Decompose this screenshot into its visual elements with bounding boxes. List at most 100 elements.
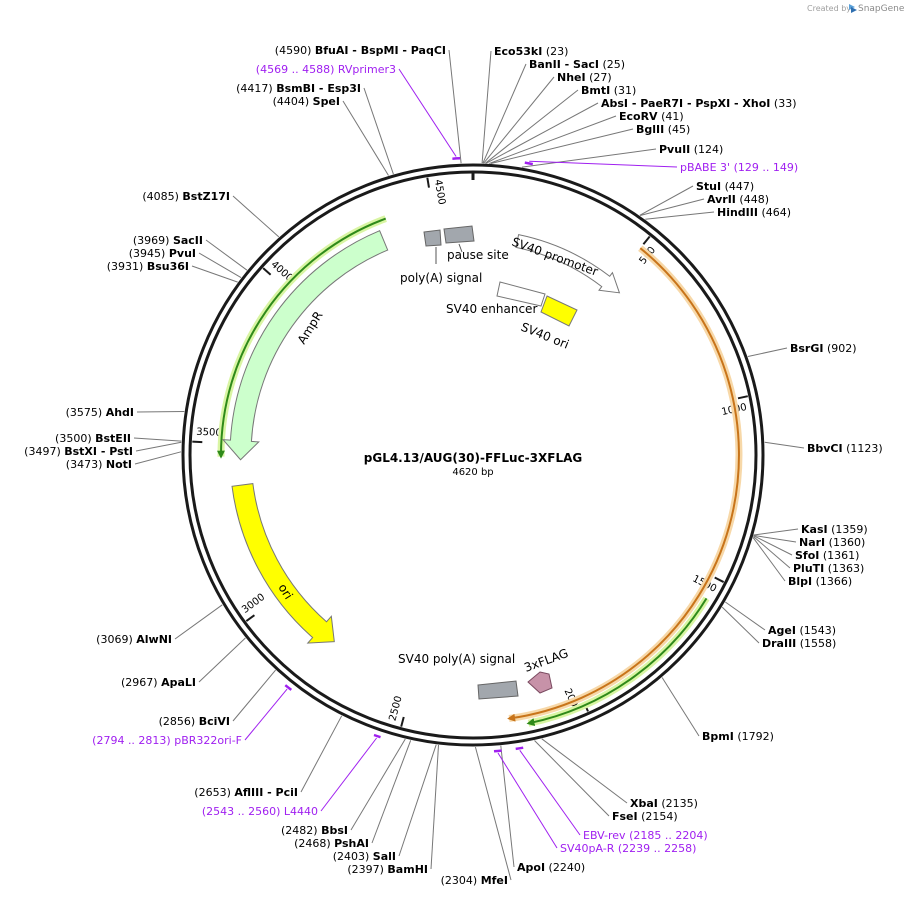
restriction-site-e1123[interactable]: BbvCI (1123) [807, 442, 883, 455]
primer-label-p_sv40pa[interactable]: SV40pA-R (2239 .. 2258) [560, 842, 696, 855]
site-name: FseI [612, 810, 638, 823]
site-leader-line [639, 198, 705, 216]
restriction-site-e33[interactable]: AbsI - PaeR7I - PspXI - XhoI (33) [601, 97, 797, 110]
restriction-site-e4590[interactable]: (4590) BfuAI - BspMI - PaqCI [275, 44, 446, 57]
restriction-site-e447[interactable]: StuI (447) [696, 180, 754, 193]
restriction-site-e1363[interactable]: PluTI (1363) [793, 562, 864, 575]
site-name: BciVI [199, 715, 230, 728]
restriction-site-e1558[interactable]: DraIII (1558) [762, 637, 836, 650]
site-name: BmtI [581, 84, 610, 97]
restriction-site-e3500[interactable]: (3500) BstEII [55, 432, 131, 445]
restriction-site-e3931[interactable]: (3931) Bsu36I [107, 260, 189, 273]
site-position: (2403) [333, 850, 370, 863]
restriction-site-e1792[interactable]: BpmI (1792) [702, 730, 774, 743]
site-name: Eco53kI [494, 45, 542, 58]
restriction-site-e4085[interactable]: (4085) BstZ17I [142, 190, 230, 203]
site-name: SpeI [313, 95, 340, 108]
restriction-site-e2240[interactable]: ApoI (2240) [517, 861, 585, 874]
site-leader-line [430, 744, 439, 870]
feature-ori[interactable] [231, 483, 335, 644]
site-position: (1360) [829, 536, 866, 549]
site-position: (1363) [828, 562, 865, 575]
restriction-site-e2967[interactable]: (2967) ApaLI [121, 676, 196, 689]
feature-sv40-promoter[interactable] [515, 234, 621, 294]
restriction-site-e3575[interactable]: (3575) AhdI [66, 406, 134, 419]
restriction-site-e3473[interactable]: (3473) NotI [66, 458, 132, 471]
site-leader-line [490, 128, 634, 164]
feature-sv40-enhancer[interactable] [496, 281, 546, 307]
orf-arcs [216, 215, 743, 727]
restriction-site-e2403[interactable]: (2403) SalI [333, 850, 396, 863]
primer-mark-p_pbr[interactable] [284, 684, 293, 691]
restriction-site-e31[interactable]: BmtI (31) [581, 84, 636, 97]
restriction-site-e2304[interactable]: (2304) MfeI [441, 874, 508, 887]
primer-label-p_rv[interactable]: (4569 .. 4588) RVprimer3 [256, 63, 396, 76]
primer-range: (2239 .. 2258) [618, 842, 697, 855]
restriction-site-e41[interactable]: EcoRV (41) [619, 110, 684, 123]
site-position: (448) [739, 193, 769, 206]
feature-3xflag[interactable] [527, 671, 553, 694]
site-name: PvuI [169, 247, 196, 260]
restriction-site-e2482[interactable]: (2482) BbsI [281, 824, 348, 837]
restriction-site-e448[interactable]: AvrII (448) [707, 193, 769, 206]
restriction-site-e45[interactable]: BglII (45) [636, 123, 690, 136]
feature-sv40-polya-signal[interactable] [477, 680, 519, 700]
primer-leader-line [320, 737, 377, 812]
restriction-site-e3497[interactable]: (3497) BstXI - PstI [24, 445, 133, 458]
site-leader-line [300, 715, 343, 793]
site-position: (1359) [831, 523, 868, 536]
primer-label-p_l4440[interactable]: (2543 .. 2560) L4440 [202, 805, 318, 818]
site-leader-line [534, 740, 610, 817]
restriction-site-e27[interactable]: NheI (27) [557, 71, 612, 84]
restriction-site-e1366[interactable]: BlpI (1366) [788, 575, 852, 588]
site-name: DraIII [762, 637, 796, 650]
site-leader-line [747, 347, 788, 357]
site-name: StuI [696, 180, 721, 193]
restriction-site-e2653[interactable]: (2653) AflIII - PciI [194, 786, 298, 799]
feature-polya-signal[interactable] [423, 229, 442, 247]
site-position: (2397) [347, 863, 384, 876]
restriction-site-e25[interactable]: BanII - SacI (25) [529, 58, 625, 71]
primer-range: (2185 .. 2204) [629, 829, 708, 842]
restriction-site-e2397[interactable]: (2397) BamHI [347, 863, 428, 876]
restriction-site-e2856[interactable]: (2856) BciVI [159, 715, 230, 728]
restriction-site-e4417[interactable]: (4417) BsmBI - Esp3I [236, 82, 361, 95]
primer-mark-p_sv40pa[interactable] [493, 749, 502, 753]
restriction-site-e2135[interactable]: XbaI (2135) [630, 797, 698, 810]
primer-mark-p_ebv[interactable] [515, 746, 524, 751]
restriction-site-e902[interactable]: BsrGI (902) [790, 342, 857, 355]
restriction-site-e124[interactable]: PvuII (124) [659, 143, 723, 156]
primer-label-p_pbabe[interactable]: pBABE 3' (129 .. 149) [680, 161, 798, 174]
site-name: XbaI [630, 797, 658, 810]
restriction-site-e23[interactable]: Eco53kI (23) [494, 45, 568, 58]
restriction-site-e1360[interactable]: NarI (1360) [799, 536, 865, 549]
site-position: (3473) [66, 458, 103, 471]
site-leader-line [174, 604, 223, 640]
restriction-site-e3945[interactable]: (3945) PvuI [129, 247, 196, 260]
restriction-site-e3069[interactable]: (3069) AlwNI [96, 633, 172, 646]
restriction-site-e1361[interactable]: SfoI (1361) [795, 549, 859, 562]
site-name: PluTI [793, 562, 824, 575]
site-leader-line [205, 239, 248, 271]
feature-ampr[interactable] [221, 230, 389, 461]
primer-label-p_pbr[interactable]: (2794 .. 2813) pBR322ori-F [92, 734, 242, 747]
feature-pause-site[interactable] [443, 225, 475, 244]
primer-name: L4440 [284, 805, 318, 818]
primer-range: (4569 .. 4588) [256, 63, 335, 76]
feature-sv40-ori[interactable] [540, 295, 578, 327]
restriction-site-e464[interactable]: HindIII (464) [717, 206, 791, 219]
site-leader-line [134, 451, 182, 465]
primer-mark-p_l4440[interactable] [373, 733, 381, 739]
restriction-site-e1543[interactable]: AgeI (1543) [768, 624, 836, 637]
restriction-site-e2154[interactable]: FseI (2154) [612, 810, 678, 823]
restriction-site-e1359[interactable]: KasI (1359) [801, 523, 868, 536]
feature-sv40-polya-label: SV40 poly(A) signal [398, 652, 515, 666]
primer-range: (129 .. 149) [734, 161, 799, 174]
site-leader-line [753, 534, 797, 543]
primer-label-p_ebv[interactable]: EBV-rev (2185 .. 2204) [583, 829, 708, 842]
primer-mark-p_pbabe[interactable] [524, 161, 534, 166]
restriction-site-e3969[interactable]: (3969) SacII [133, 234, 203, 247]
restriction-site-e2468[interactable]: (2468) PshAI [294, 837, 369, 850]
restriction-site-e4404[interactable]: (4404) SpeI [273, 95, 340, 108]
